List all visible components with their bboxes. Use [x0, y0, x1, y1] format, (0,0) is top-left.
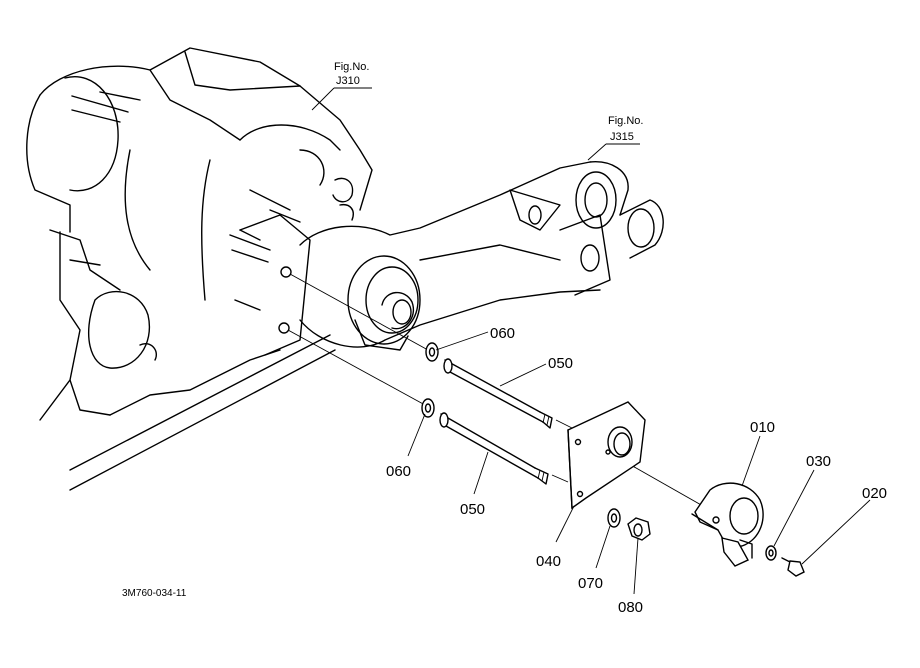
fig-ref-title: Fig.No. [608, 115, 643, 127]
transmission-housing [26, 47, 373, 491]
figure-ref-j310: Fig.No. J310 [334, 61, 369, 87]
washer-060-upper [425, 342, 439, 362]
assembly-axis-lines [287, 273, 711, 511]
part-label-070: 070 [578, 575, 603, 592]
fig-ref-title: Fig.No. [334, 61, 369, 73]
stud-bolt-050-upper [443, 358, 553, 429]
washer-030 [765, 545, 777, 561]
fig-ref-number: J310 [336, 75, 360, 87]
part-label-080: 080 [618, 599, 643, 616]
callout-leaders [311, 87, 871, 595]
part-label-010: 010 [750, 419, 775, 436]
drawing-code: 3M760-034-11 [122, 588, 187, 599]
stud-bolt-050-lower [439, 412, 549, 485]
part-label-030: 030 [806, 453, 831, 470]
figure-ref-j315: Fig.No. J315 [608, 115, 643, 143]
part-label-050-upper: 050 [548, 355, 573, 372]
position-sensor-010 [691, 482, 764, 567]
lift-arm [299, 161, 664, 351]
part-label-040: 040 [536, 553, 561, 570]
bracket-plate-040 [567, 401, 646, 510]
washer-070 [607, 508, 621, 528]
washer-060-lower [421, 398, 435, 418]
nut-080 [627, 517, 651, 541]
part-label-060-lower: 060 [386, 463, 411, 480]
fig-ref-number: J315 [610, 131, 634, 143]
part-label-050-lower: 050 [460, 501, 485, 518]
part-label-020: 020 [862, 485, 887, 502]
part-label-060-upper: 060 [490, 325, 515, 342]
screw-020 [781, 557, 805, 577]
